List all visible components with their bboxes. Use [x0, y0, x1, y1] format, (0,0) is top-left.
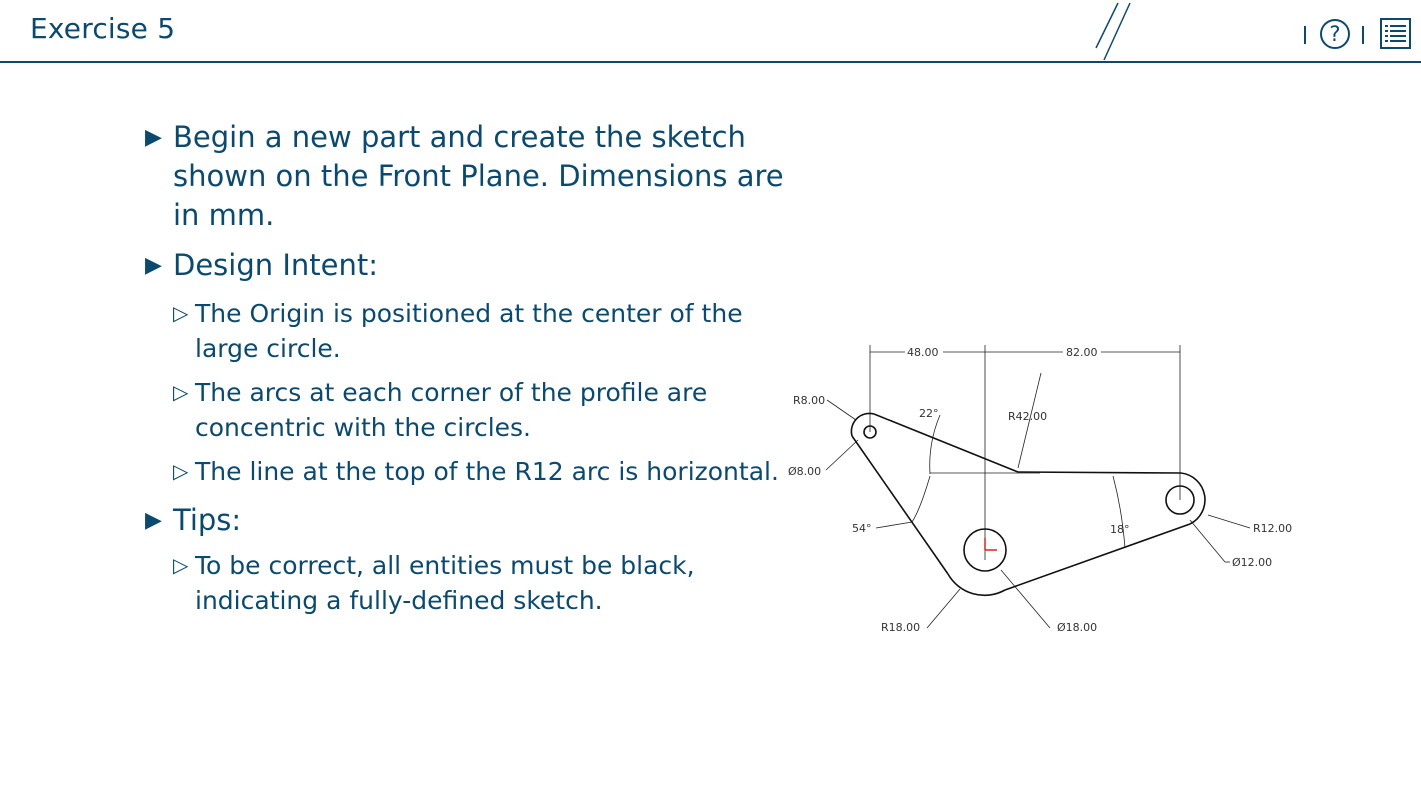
sketch-drawing: 48.00 82.00 R8.00 22° R42.00 Ø8.00 54° 1…	[788, 345, 1292, 634]
sub-bullet: ▷ To be correct, all entities must be bl…	[173, 548, 785, 618]
dim-d12: Ø12.00	[1232, 556, 1272, 569]
dim-r18: R18.00	[881, 621, 920, 634]
dim-48: 48.00	[907, 346, 939, 359]
sub-bullet-triangle-icon: ▷	[173, 380, 189, 404]
sub-bullet-text: The arcs at each corner of the profile a…	[195, 378, 708, 442]
bullet-text: Design Intent:	[173, 248, 379, 282]
bullet-instructions: ▶ Begin a new part and create the sketch…	[145, 118, 785, 235]
dim-r42: R42.00	[1008, 410, 1047, 423]
dim-d18: Ø18.00	[1057, 621, 1097, 634]
sub-bullet-text: The line at the top of the R12 arc is ho…	[195, 457, 779, 486]
sub-bullet-triangle-icon: ▷	[173, 301, 189, 325]
bullet-design-intent: ▶ Design Intent:	[145, 246, 785, 285]
dim-r8: R8.00	[793, 394, 825, 407]
help-button[interactable]: ?	[1320, 19, 1350, 49]
dim-angle-22: 22°	[919, 407, 939, 420]
bullet-triangle-icon: ▶	[145, 125, 162, 150]
bullet-tips: ▶ Tips:	[145, 501, 785, 540]
dim-d8: Ø8.00	[788, 465, 821, 478]
dim-r12: R12.00	[1253, 522, 1292, 535]
header-divider	[0, 61, 1421, 63]
dim-angle-54: 54°	[852, 522, 872, 535]
sub-bullet-triangle-icon: ▷	[173, 459, 189, 483]
decorative-slashes	[1095, 2, 1131, 61]
menu-list-icon[interactable]	[1380, 18, 1411, 49]
header-separator	[1304, 26, 1306, 44]
slide-content: ▶ Begin a new part and create the sketch…	[145, 118, 785, 618]
help-icon: ?	[1329, 22, 1341, 46]
sub-bullet-text: The Origin is positioned at the center o…	[195, 299, 743, 363]
bullet-text: Begin a new part and create the sketch s…	[173, 120, 784, 232]
slide-header: Exercise 5 ?	[0, 0, 1421, 63]
sub-bullet: ▷ The Origin is positioned at the center…	[173, 296, 785, 366]
header-separator	[1362, 26, 1364, 44]
bullet-text: Tips:	[173, 503, 242, 537]
sub-bullet: ▷ The arcs at each corner of the profile…	[173, 375, 785, 445]
bullet-triangle-icon: ▶	[145, 508, 162, 533]
sketch-profile	[850, 412, 1206, 597]
sub-bullet-text: To be correct, all entities must be blac…	[195, 551, 695, 615]
sub-bullet: ▷ The line at the top of the R12 arc is …	[173, 454, 785, 489]
origin-marker	[984, 538, 997, 551]
dim-82: 82.00	[1066, 346, 1098, 359]
dim-angle-18: 18°	[1110, 523, 1130, 536]
dimension-lines	[825, 345, 1251, 629]
page-title: Exercise 5	[30, 12, 176, 45]
sub-bullet-triangle-icon: ▷	[173, 553, 189, 577]
bullet-triangle-icon: ▶	[145, 253, 162, 278]
